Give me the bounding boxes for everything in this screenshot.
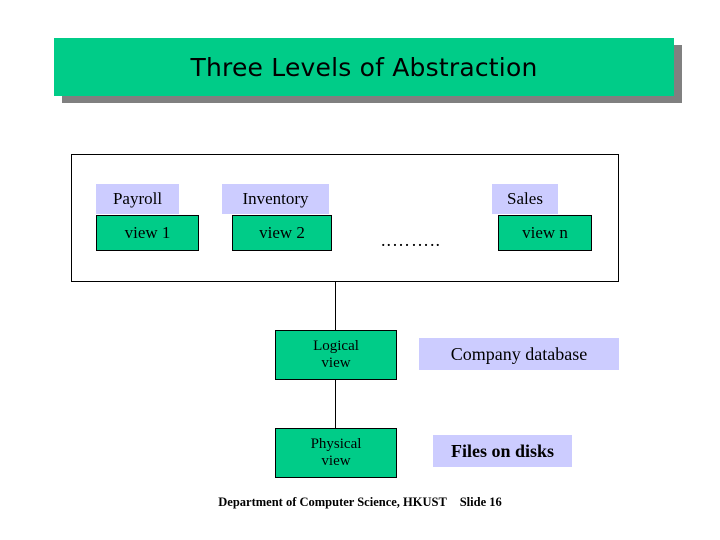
box-view-1: view 1 xyxy=(96,215,199,251)
box-logical-view: Logical view xyxy=(275,330,397,380)
box-view-n: view n xyxy=(498,215,592,251)
connector-logical-to-physical xyxy=(335,380,336,428)
label-files-on-disks: Files on disks xyxy=(433,435,572,467)
physical-view-line1: Physical xyxy=(310,435,362,452)
page-title: Three Levels of Abstraction xyxy=(190,52,538,82)
box-view-2: view 2 xyxy=(232,215,332,251)
label-company-database: Company database xyxy=(419,338,619,370)
logical-view-line2: view xyxy=(321,355,351,371)
slide-number: Slide 16 xyxy=(459,495,502,509)
connector-views-to-logical xyxy=(335,282,336,330)
footer-text: Department of Computer Science, HKUST xyxy=(218,495,447,509)
title-band xyxy=(54,38,674,96)
logical-view-line1: Logical xyxy=(313,337,359,354)
physical-view-line2: view xyxy=(321,453,351,469)
slide-footer: Department of Computer Science, HKUST Sl… xyxy=(0,495,720,510)
box-physical-view: Physical view xyxy=(275,428,397,478)
label-inventory: Inventory xyxy=(222,184,329,214)
ellipsis-text: ..…….. xyxy=(381,230,441,250)
label-sales: Sales xyxy=(492,184,558,214)
label-payroll: Payroll xyxy=(96,184,179,214)
